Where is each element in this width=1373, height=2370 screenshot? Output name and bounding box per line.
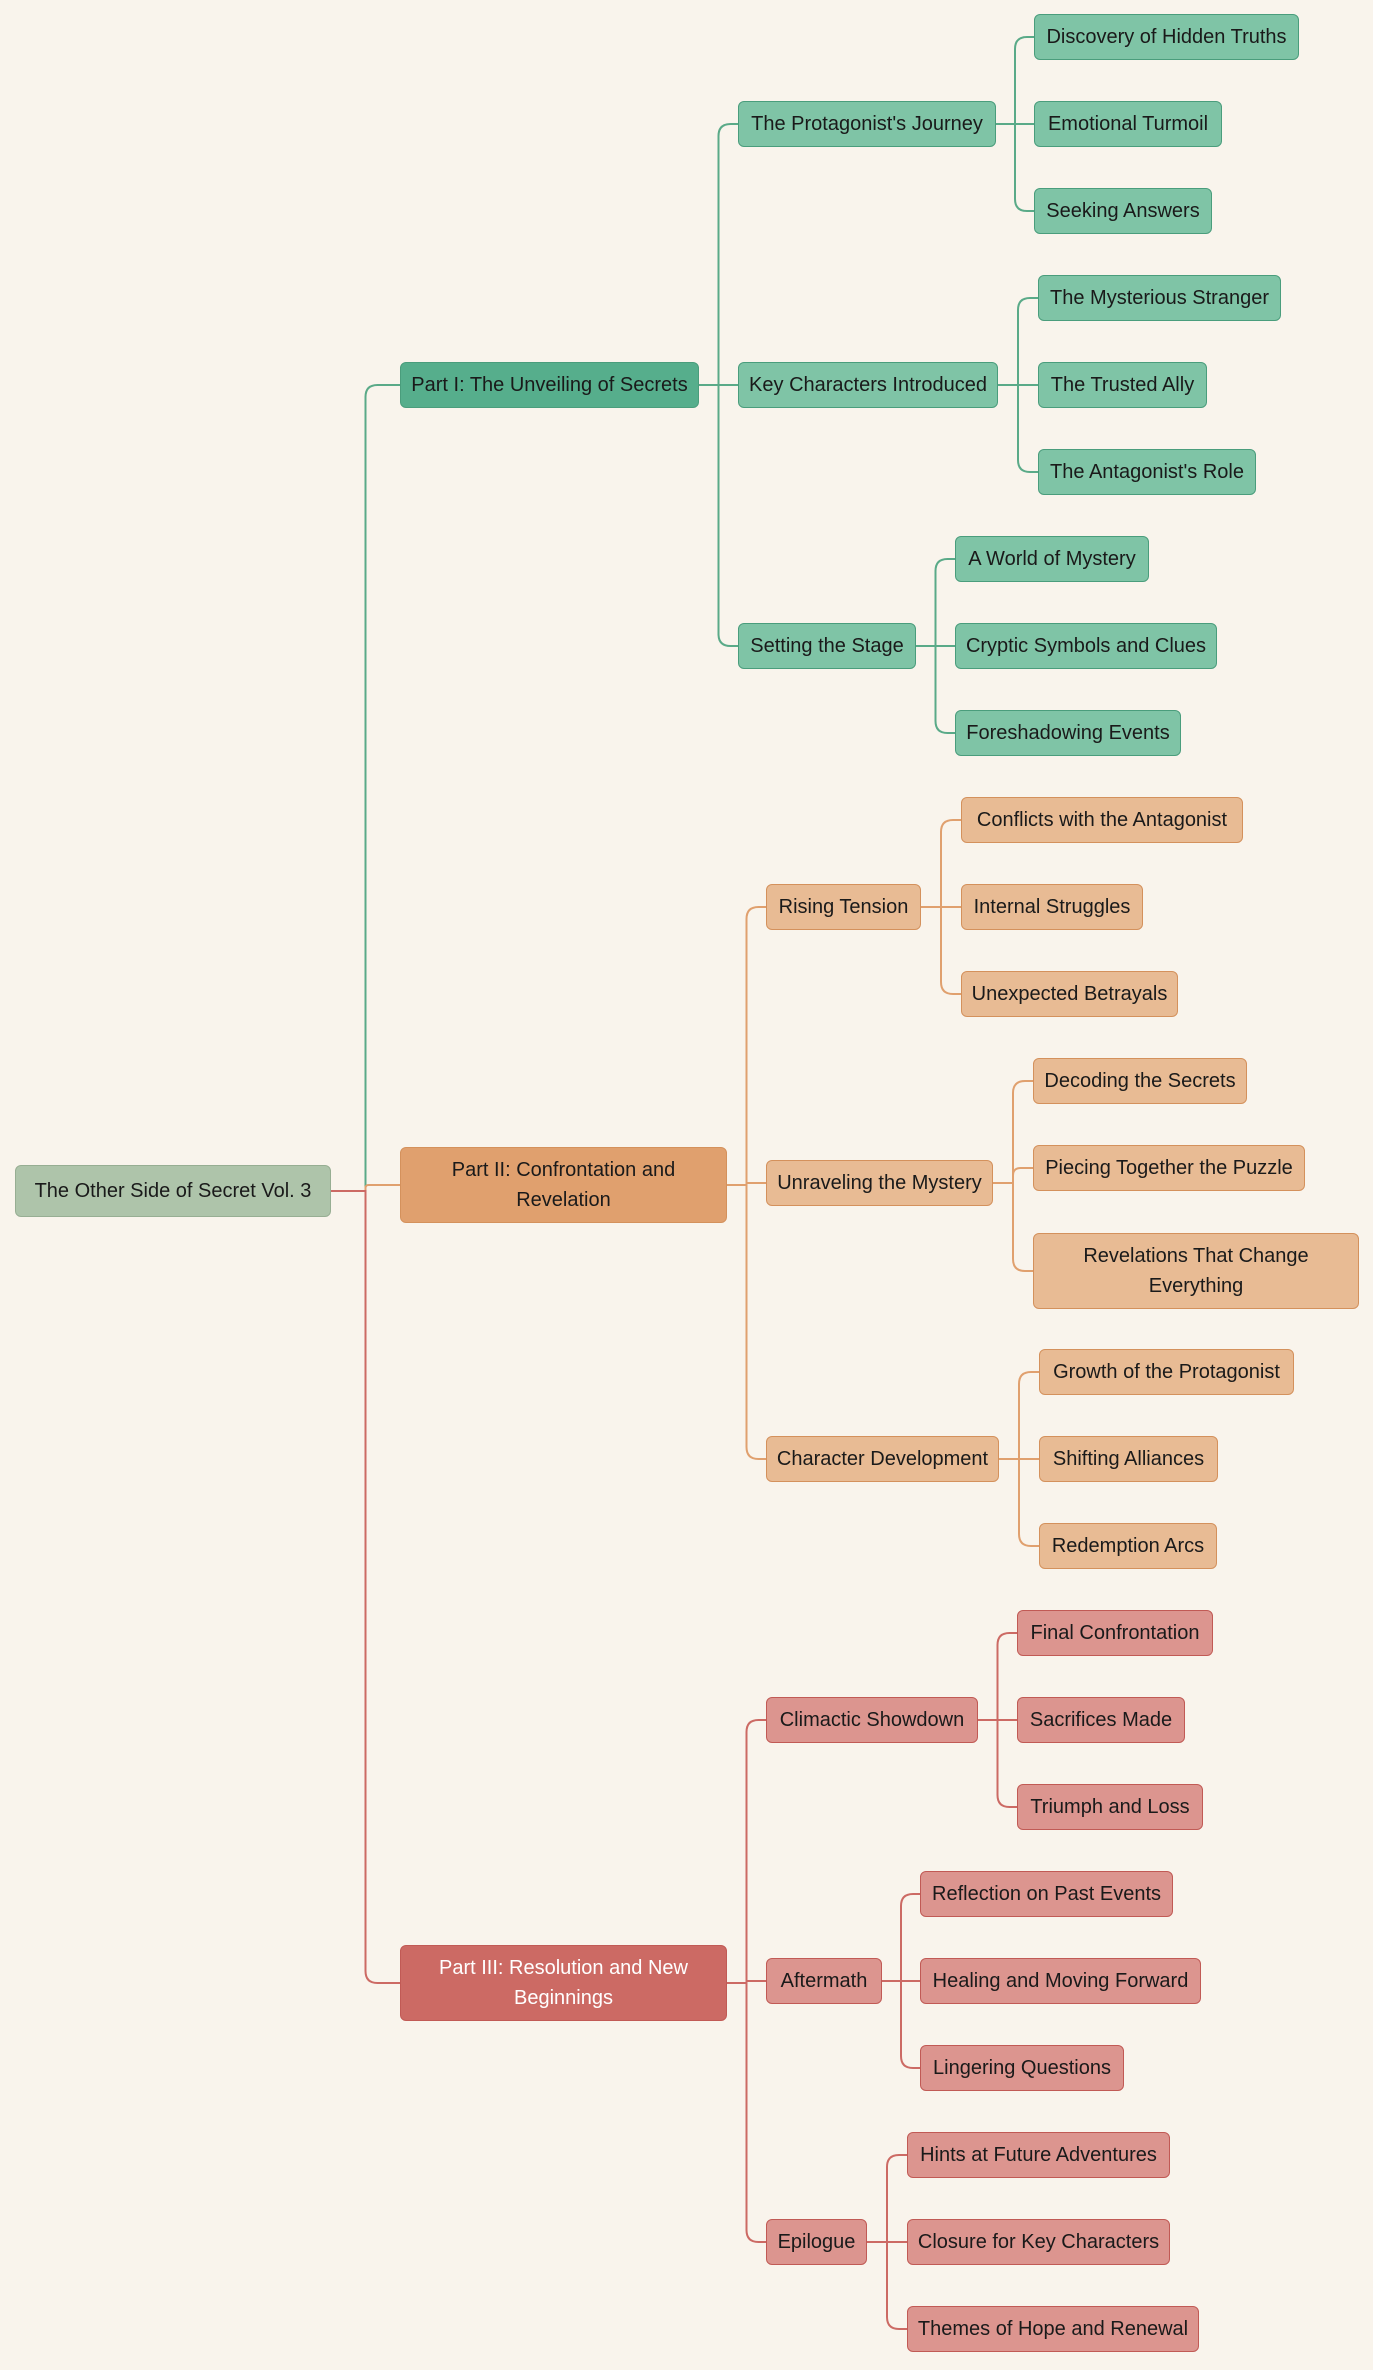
- leaf-node-a-world-of-mystery: A World of Mystery: [955, 536, 1149, 582]
- section-node-climactic-showdown: Climactic Showdown: [766, 1697, 978, 1743]
- leaf-node-lingering-questions: Lingering Questions: [920, 2045, 1124, 2091]
- leaf-node-piecing-together-the-puzzle: Piecing Together the Puzzle: [1033, 1145, 1305, 1191]
- connector-section-to-item: [993, 1080, 1033, 1184]
- leaf-node-cryptic-symbols-and-clues: Cryptic Symbols and Clues: [955, 623, 1217, 669]
- leaf-node-themes-of-hope-and-renewal: Themes of Hope and Renewal: [907, 2306, 1199, 2352]
- connector-section-to-item: [978, 1719, 1017, 1808]
- root-node: The Other Side of Secret Vol. 3: [15, 1165, 331, 1217]
- connector-part-to-section: [727, 1184, 766, 1460]
- section-node-setting-the-stage: Setting the Stage: [738, 623, 916, 669]
- leaf-node-healing-and-moving-forward: Healing and Moving Forward: [920, 1958, 1201, 2004]
- connector-section-to-item: [978, 1632, 1017, 1721]
- leaf-node-redemption-arcs: Redemption Arcs: [1039, 1523, 1217, 1569]
- leaf-node-decoding-the-secrets: Decoding the Secrets: [1033, 1058, 1247, 1104]
- connector-part-to-section: [699, 123, 738, 386]
- leaf-node-revelations-that-change-everything: Revelations That Change Everything: [1033, 1233, 1359, 1309]
- connector-section-to-item: [921, 906, 961, 995]
- leaf-node-conflicts-with-the-antagonist: Conflicts with the Antagonist: [961, 797, 1243, 843]
- connector-section-to-item: [993, 1167, 1033, 1184]
- connector-root-to-part-3: [331, 1190, 400, 1984]
- leaf-node-the-mysterious-stranger: The Mysterious Stranger: [1038, 275, 1281, 321]
- connector-section-to-item: [916, 558, 955, 647]
- section-node-rising-tension: Rising Tension: [766, 884, 921, 930]
- connector-section-to-item: [882, 1893, 920, 1982]
- connector-section-to-item: [999, 1458, 1039, 1547]
- connector-section-to-item: [999, 1371, 1039, 1460]
- part-node-2: Part II: Confrontation and Revelation: [400, 1147, 727, 1223]
- leaf-node-triumph-and-loss: Triumph and Loss: [1017, 1784, 1203, 1830]
- connector-section-to-item: [996, 123, 1034, 212]
- part-node-3: Part III: Resolution and New Beginnings: [400, 1945, 727, 2021]
- connector-section-to-item: [921, 819, 961, 908]
- connector-section-to-item: [996, 36, 1034, 125]
- leaf-node-sacrifices-made: Sacrifices Made: [1017, 1697, 1185, 1743]
- leaf-node-discovery-of-hidden-truths: Discovery of Hidden Truths: [1034, 14, 1299, 60]
- connector-part-to-section: [699, 384, 738, 647]
- connector-section-to-item: [867, 2154, 907, 2243]
- leaf-node-the-antagonist-s-role: The Antagonist's Role: [1038, 449, 1256, 495]
- connector-root-to-part-2: [331, 1184, 400, 1192]
- section-node-the-protagonist-s-journey: The Protagonist's Journey: [738, 101, 996, 147]
- section-node-epilogue: Epilogue: [766, 2219, 867, 2265]
- connector-root-to-part-1: [331, 384, 400, 1192]
- connector-section-to-item: [998, 384, 1038, 473]
- section-node-aftermath: Aftermath: [766, 1958, 882, 2004]
- leaf-node-closure-for-key-characters: Closure for Key Characters: [907, 2219, 1170, 2265]
- connector-part-to-section: [727, 906, 766, 1186]
- section-node-key-characters-introduced: Key Characters Introduced: [738, 362, 998, 408]
- leaf-node-shifting-alliances: Shifting Alliances: [1039, 1436, 1218, 1482]
- part-node-1: Part I: The Unveiling of Secrets: [400, 362, 699, 408]
- leaf-node-the-trusted-ally: The Trusted Ally: [1038, 362, 1207, 408]
- connector-section-to-item: [916, 645, 955, 734]
- connector-section-to-item: [867, 2241, 907, 2330]
- leaf-node-reflection-on-past-events: Reflection on Past Events: [920, 1871, 1173, 1917]
- leaf-node-growth-of-the-protagonist: Growth of the Protagonist: [1039, 1349, 1294, 1395]
- leaf-node-hints-at-future-adventures: Hints at Future Adventures: [907, 2132, 1170, 2178]
- leaf-node-emotional-turmoil: Emotional Turmoil: [1034, 101, 1222, 147]
- section-node-character-development: Character Development: [766, 1436, 999, 1482]
- connector-section-to-item: [882, 1980, 920, 2069]
- section-node-unraveling-the-mystery: Unraveling the Mystery: [766, 1160, 993, 1206]
- connector-part-to-section: [727, 1182, 766, 1186]
- leaf-node-final-confrontation: Final Confrontation: [1017, 1610, 1213, 1656]
- connector-part-to-section: [727, 1982, 766, 2243]
- connector-section-to-item: [998, 297, 1038, 386]
- leaf-node-unexpected-betrayals: Unexpected Betrayals: [961, 971, 1178, 1017]
- connector-section-to-item: [993, 1182, 1033, 1272]
- connector-part-to-section: [727, 1719, 766, 1984]
- leaf-node-foreshadowing-events: Foreshadowing Events: [955, 710, 1181, 756]
- leaf-node-seeking-answers: Seeking Answers: [1034, 188, 1212, 234]
- connector-part-to-section: [727, 1980, 766, 1984]
- leaf-node-internal-struggles: Internal Struggles: [961, 884, 1143, 930]
